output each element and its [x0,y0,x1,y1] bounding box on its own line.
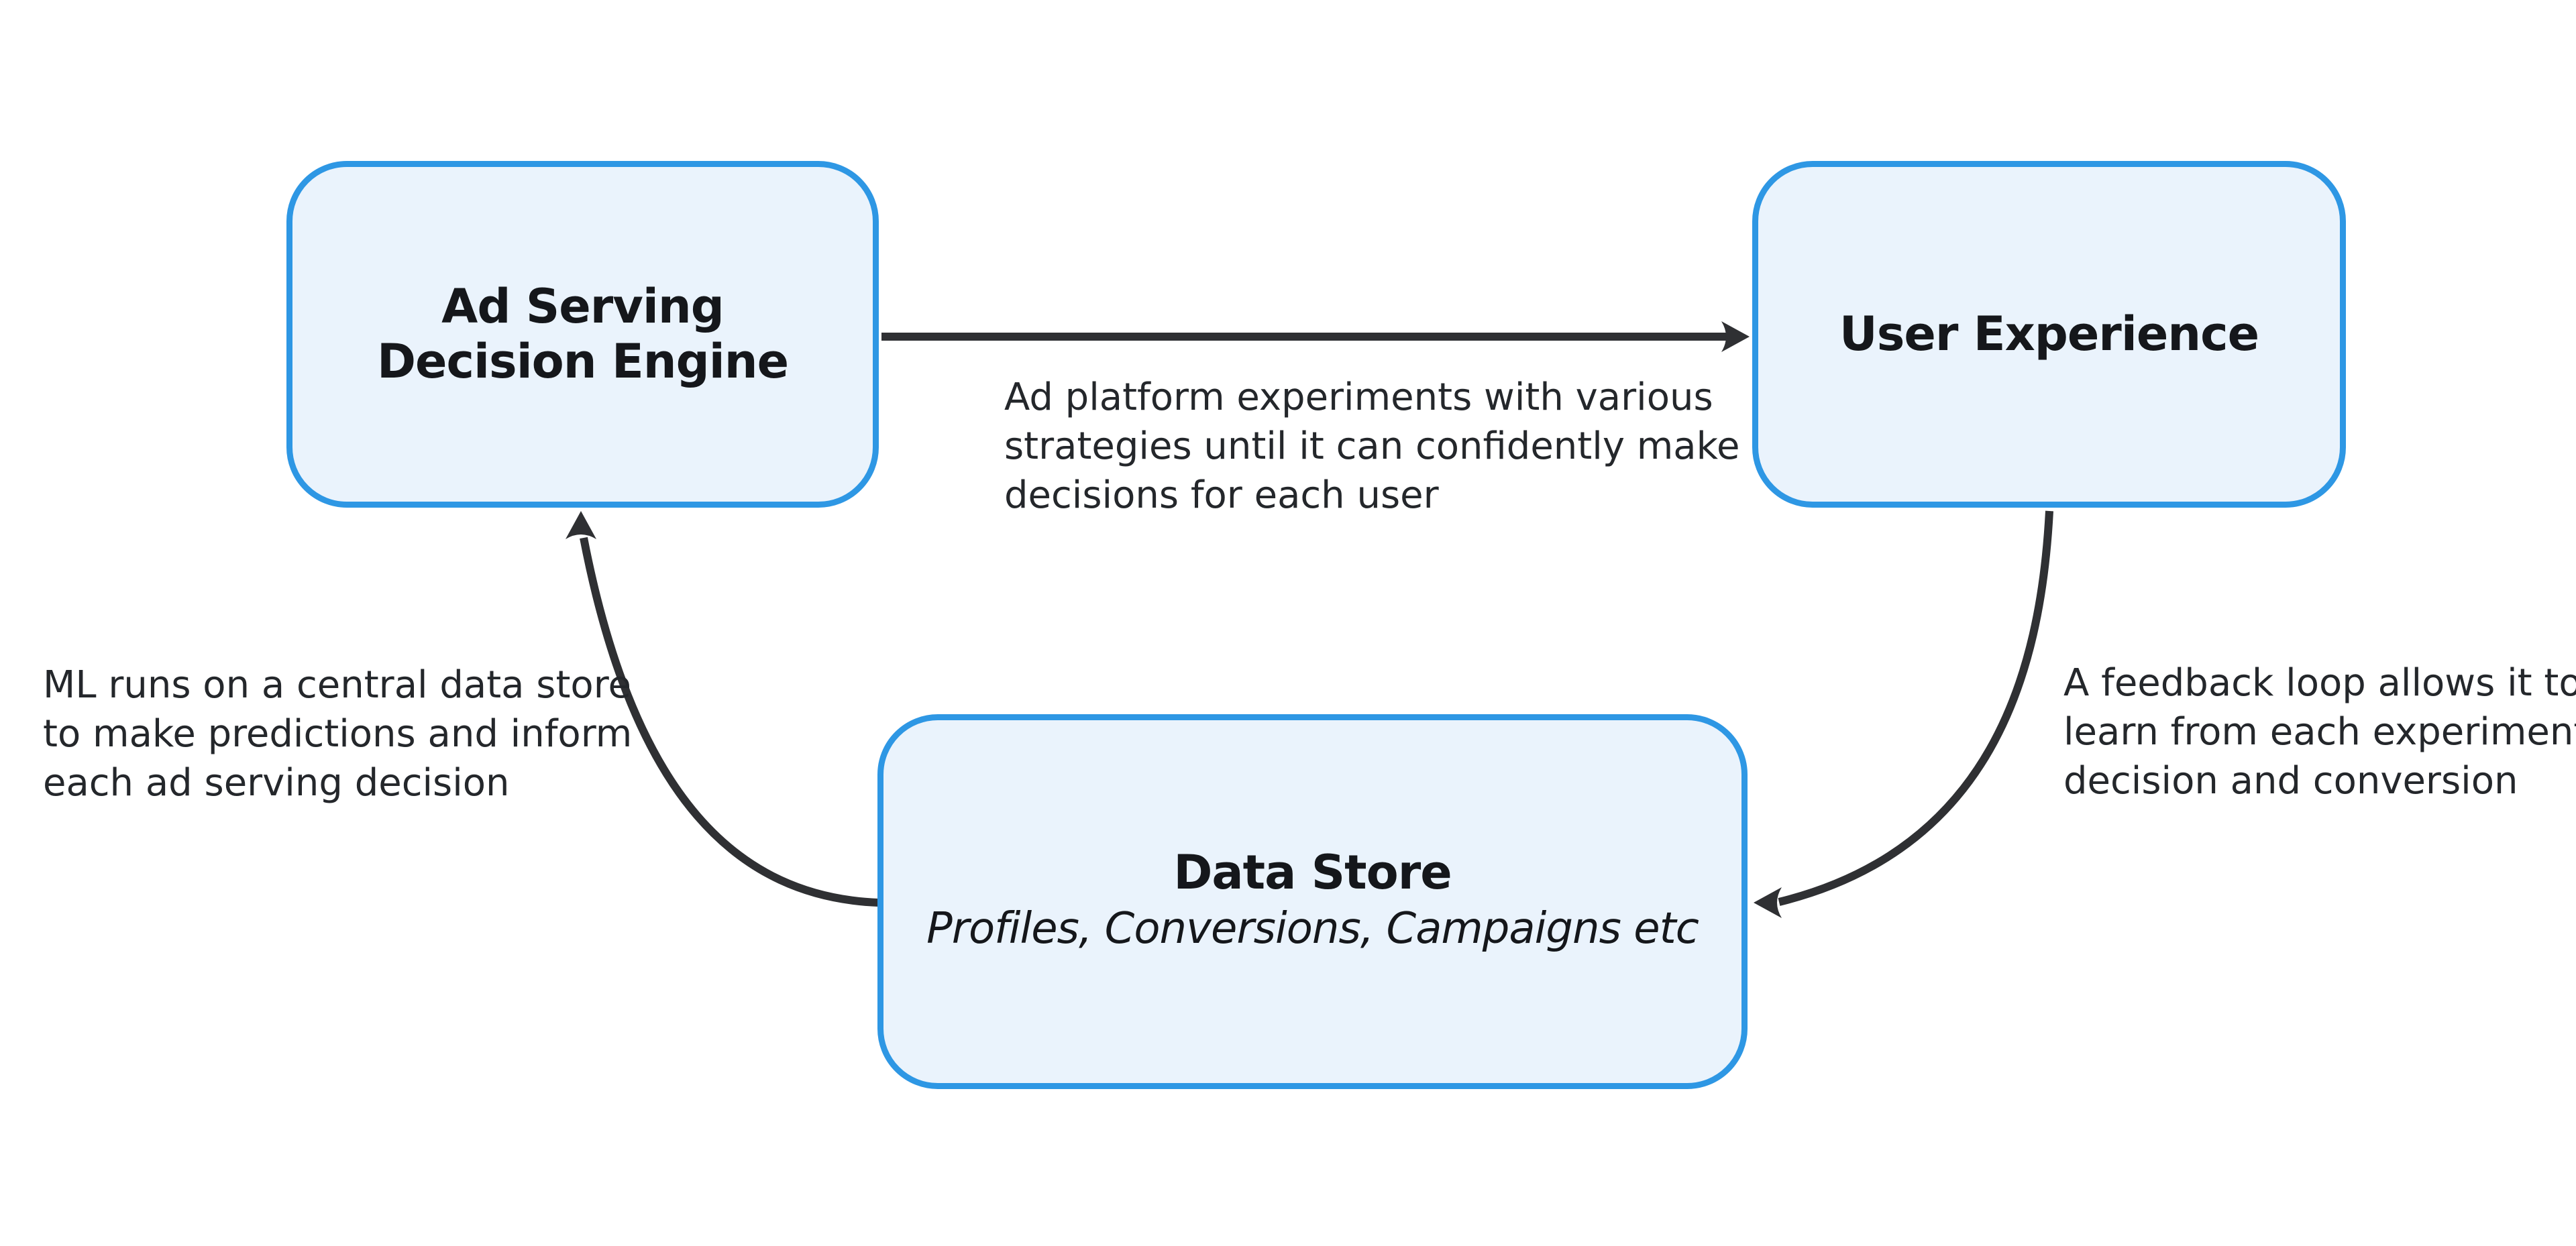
annotation-feedback-flow: A feedback loop allows it to learn from … [2063,659,2576,805]
node-user-experience: User Experience [1752,161,2346,508]
annotation-line: to make predictions and inform [43,712,633,756]
annotation-line: Ad platform experiments with various [1004,376,1713,419]
arrow-datastore-to-engine [566,511,879,907]
annotation-line: each ad serving decision [43,761,510,805]
arrow-datastore-to-engine-shaft [580,536,879,907]
annotation-line: decision and conversion [2063,759,2518,803]
arrow-engine-to-experience [881,321,1750,352]
arrowhead-right-icon [1721,321,1750,352]
arrowhead-left-icon [1754,887,1782,918]
node-ad-serving-decision-engine: Ad Serving Decision Engine [286,161,879,508]
arrowhead-up-icon [566,511,596,539]
annotation-experiment-flow: Ad platform experiments with various str… [1004,373,1740,520]
annotation-ml-flow: ML runs on a central data store to make … [43,661,632,807]
annotation-line: A feedback loop allows it to [2063,661,2576,705]
node-title: Data Store [1173,844,1452,900]
node-title: User Experience [1839,306,2259,361]
arrow-experience-to-datastore-shaft [1778,510,2053,906]
node-title-line1: Ad Serving [441,279,724,335]
node-data-store: Data Store Profiles, Conversions, Campai… [877,714,1748,1089]
node-subtitle: Profiles, Conversions, Campaigns etc [926,903,1699,954]
annotation-line: decisions for each user [1004,473,1439,517]
arrow-experience-to-datastore [1754,510,2053,918]
annotation-line: ML runs on a central data store [43,663,631,707]
annotation-line: learn from each experiment, [2063,710,2576,754]
node-title-line2: Decision Engine [376,333,789,389]
node-title: Ad Serving Decision Engine [376,279,789,389]
annotation-line: strategies until it can confidently make [1004,424,1740,468]
